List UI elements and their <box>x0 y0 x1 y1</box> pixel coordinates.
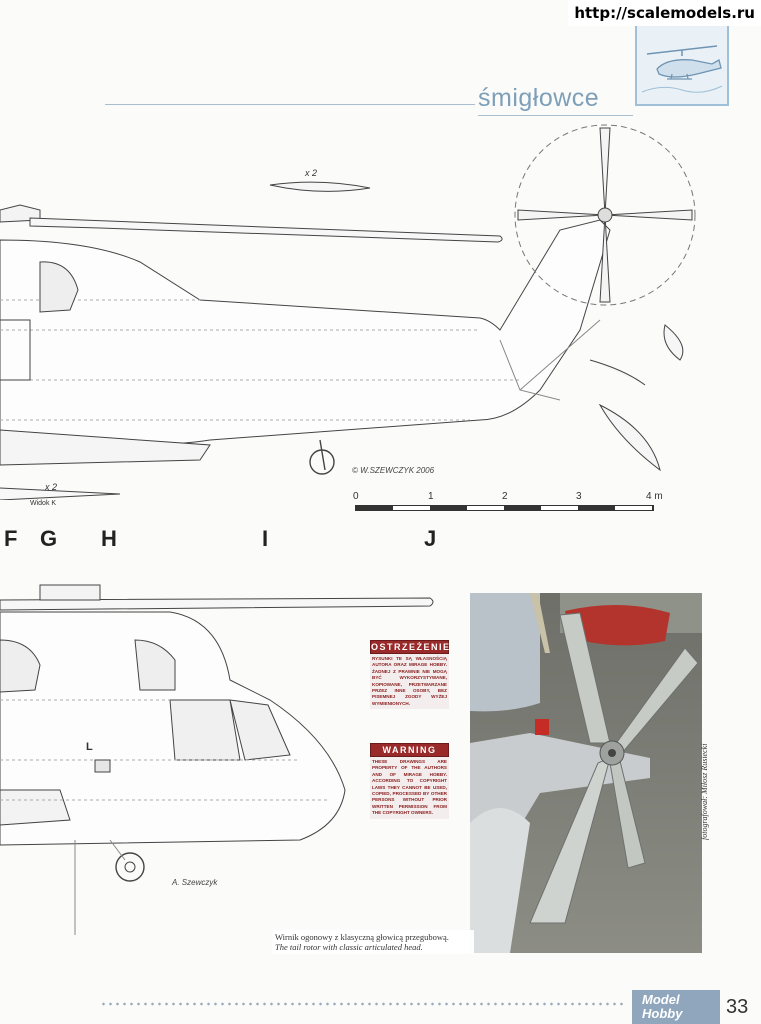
watermark: http://scalemodels.ru <box>568 0 761 26</box>
scale-tick: 0 <box>353 491 359 502</box>
warning-box-english: WARNING These drawings are property of t… <box>370 743 449 819</box>
detail-scale-label-top: x 2 <box>305 168 318 178</box>
detail-callout-label: L <box>86 741 93 753</box>
station-label: F <box>4 526 18 551</box>
photo-caption: Wirnik ogonowy z klasyczną głowicą przeg… <box>272 930 474 954</box>
footer-dotted-rule <box>100 1002 625 1006</box>
warning-box-polish: OSTRZEŻENIE Rysunki te są własnością aut… <box>370 640 451 710</box>
page-number: 33 <box>726 996 749 1018</box>
warning-title-english: WARNING <box>370 743 449 757</box>
author-signature-top: © W.SZEWCZYK 2006 <box>352 466 435 475</box>
scale-tick: 2 <box>502 491 508 502</box>
caption-english: The tail rotor with classic articulated … <box>275 942 423 952</box>
helicopter-side-view-top <box>0 124 696 500</box>
logo-line-1: Model <box>642 992 680 1007</box>
logo-line-2: Hobby <box>642 1006 683 1021</box>
section-title: śmigłowce <box>478 84 600 112</box>
caption-polish: Wirnik ogonowy z klasyczną głowicą przeg… <box>275 932 449 942</box>
header-rule <box>105 104 475 105</box>
detail-scale-label-bottom: x 2 <box>45 482 58 492</box>
scale-tick: 4 m <box>646 491 663 502</box>
scale-bar: 0 1 2 3 4 m <box>350 491 670 525</box>
station-label: J <box>424 526 437 551</box>
station-label: G <box>40 526 58 551</box>
header-rule-underline <box>478 115 633 116</box>
warning-title-polish: OSTRZEŻENIE <box>370 640 451 654</box>
magazine-logo: Model Hobby <box>632 990 720 1024</box>
warning-text-english: These drawings are property of the autho… <box>372 759 447 816</box>
helicopter-section-icon <box>635 22 729 106</box>
warning-text-polish: Rysunki te są własnością autora oraz Mir… <box>372 656 447 706</box>
scale-tick: 3 <box>576 491 582 502</box>
station-markers: F G H I J <box>0 526 761 551</box>
station-label: H <box>101 526 117 551</box>
scale-bar-graphic <box>355 505 654 511</box>
author-signature-bottom: A. Szewczyk <box>172 878 218 887</box>
helicopter-front-section-view <box>0 584 434 935</box>
photo-credit: fotografował: Miłosz Rusiecki <box>700 743 709 840</box>
scale-tick: 1 <box>428 491 434 502</box>
tail-rotor-photo <box>470 593 702 953</box>
view-label: Widok K <box>30 500 57 507</box>
station-label: I <box>262 526 269 551</box>
